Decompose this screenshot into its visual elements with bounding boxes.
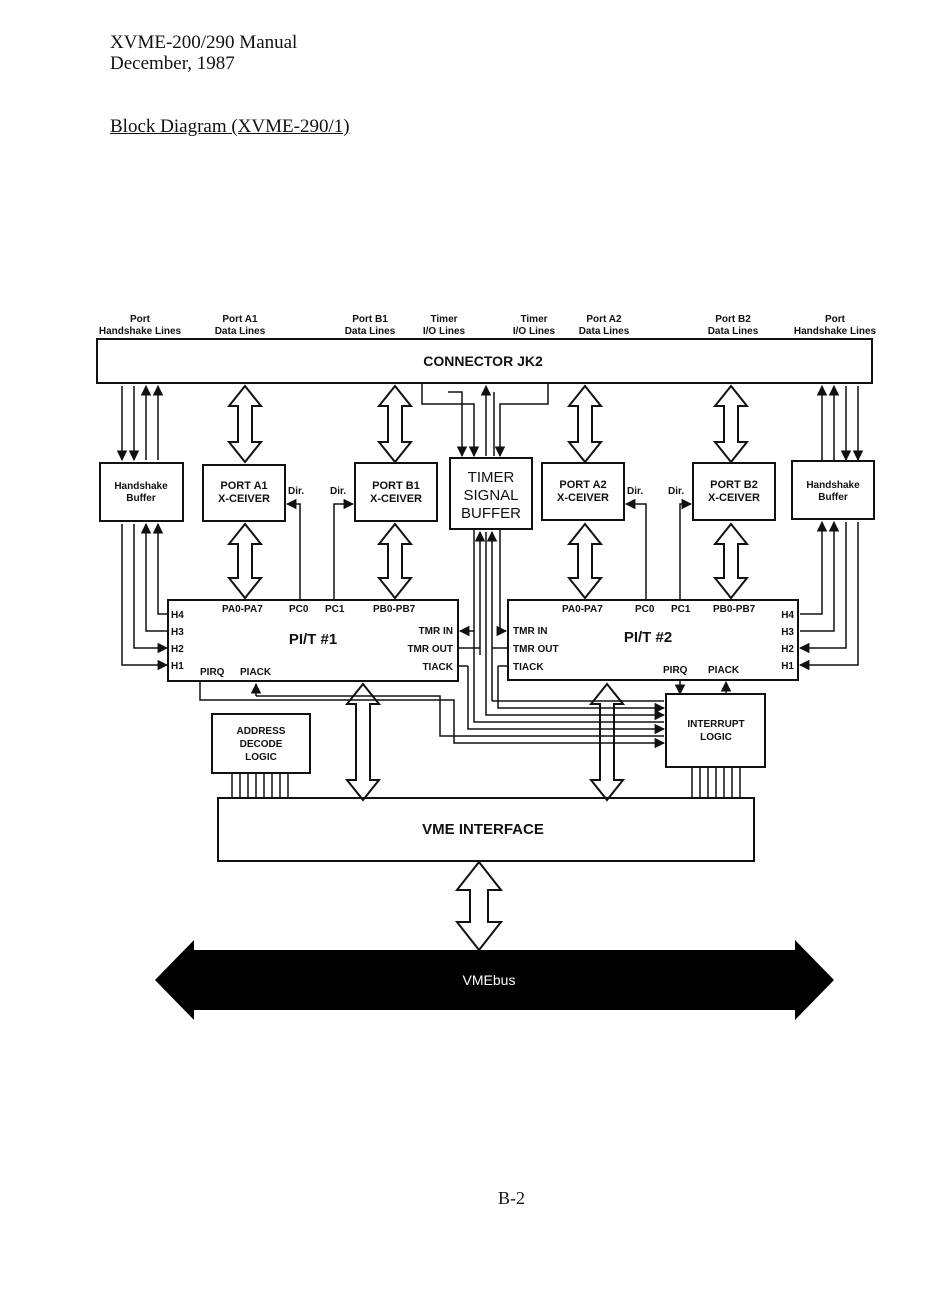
label-port-b2-1: Port B2 [715,314,751,325]
pit1-pc0: PC0 [289,604,309,615]
dir-label-a2: Dir. [627,486,643,497]
handshake-buffer-left-l2: Buffer [126,493,156,504]
label-timer-io-1b: I/O Lines [423,326,466,337]
page-title: Block Diagram (XVME-290/1) [110,116,350,137]
handshake-buffer-right-l1: Handshake [806,480,860,491]
pit1-h4: H4 [171,610,184,621]
label-port-hs-left-1: Port [130,314,151,325]
pit2-piack: PIACK [708,665,740,676]
label-port-a2-1: Port A2 [586,314,622,325]
address-decode-l1: ADDRESS [237,726,286,737]
pit1-pb: PB0-PB7 [373,604,416,615]
pit2-h4: H4 [781,610,794,621]
dir-label-b2: Dir. [668,486,684,497]
port-a1-xceiver [202,464,286,522]
pit-2 [507,599,799,681]
vmebus-label: VMEbus [463,972,516,988]
handshake-buffer-left [99,462,184,522]
vme-interface [217,797,755,862]
vmebus-arrow [155,940,834,1020]
label-port-b2-2: Data Lines [708,326,759,337]
pit1-tmr-in: TMR IN [419,626,453,637]
pit1-pc1: PC1 [325,604,345,615]
pit1-tiack: TIACK [422,662,453,673]
label-port-hs-right-1: Port [825,314,846,325]
pit1-h2: H2 [171,644,184,655]
pit2-h1: H1 [781,661,794,672]
pit2-tmr-in: TMR IN [513,626,547,637]
label-port-a1-1: Port A1 [222,314,258,325]
page-number: B-2 [498,1188,525,1208]
timer-signal-buffer-l2: SIGNAL [463,487,518,504]
pit-1 [167,599,459,682]
interrupt-logic-l2: LOGIC [700,732,732,743]
label-port-b1-1: Port B1 [352,314,388,325]
address-decode-logic [211,713,311,774]
label-port-hs-left-2: Handshake Lines [99,326,182,337]
pit-1-label: PI/T #1 [289,631,337,648]
port-b2-xceiver [692,462,776,521]
port-a2-xceiver-l2: X-CEIVER [557,492,609,504]
label-port-a1-2: Data Lines [215,326,266,337]
pit1-pirq: PIRQ [200,667,225,678]
label-port-b1-2: Data Lines [345,326,396,337]
handshake-buffer-right [791,460,875,520]
pit1-h3: H3 [171,627,184,638]
timer-signal-buffer [449,457,533,530]
pit1-tmr-out: TMR OUT [407,644,453,655]
interrupt-logic-l1: INTERRUPT [687,719,744,730]
label-timer-io-2b: I/O Lines [513,326,556,337]
timer-signal-buffer-l3: BUFFER [461,505,521,522]
pit2-h3: H3 [781,627,794,638]
connector-jk2-label: CONNECTOR JK2 [423,353,543,369]
port-a2-xceiver [541,462,625,521]
label-port-a2-2: Data Lines [579,326,630,337]
pit2-pb: PB0-PB7 [713,604,756,615]
pit2-pirq: PIRQ [663,665,688,676]
timer-signal-buffer-l1: TIMER [468,469,515,486]
label-timer-io-2a: Timer [520,314,547,325]
address-decode-l3: LOGIC [245,752,277,763]
pit2-tiack: TIACK [513,662,544,673]
pit1-h1: H1 [171,661,184,672]
manual-date: December, 1987 [110,53,235,74]
pit2-pc0: PC0 [635,604,655,615]
handshake-buffer-left-l1: Handshake [114,481,168,492]
pit2-tmr-out: TMR OUT [513,644,559,655]
label-timer-io-1a: Timer [430,314,457,325]
dir-label-b1: Dir. [330,486,346,497]
port-b2-xceiver-l2: X-CEIVER [708,492,760,504]
label-port-hs-right-2: Handshake Lines [794,326,877,337]
pit-2-label: PI/T #2 [624,629,672,646]
port-a1-xceiver-l1: PORT A1 [220,480,267,492]
pit2-pa: PA0-PA7 [562,604,603,615]
connector-jk2 [96,338,873,384]
port-b1-xceiver-l1: PORT B1 [372,480,420,492]
pit2-h2: H2 [781,644,794,655]
pit2-pc1: PC1 [671,604,691,615]
vme-interface-label: VME INTERFACE [422,821,544,838]
pit1-piack: PIACK [240,667,272,678]
port-b2-xceiver-l1: PORT B2 [710,479,758,491]
port-a2-xceiver-l1: PORT A2 [559,479,606,491]
pit1-pa: PA0-PA7 [222,604,263,615]
dir-label-a1: Dir. [288,486,304,497]
manual-title: XVME-200/290 Manual [110,32,298,53]
address-decode-l2: DECODE [240,739,283,750]
port-a1-xceiver-l2: X-CEIVER [218,493,270,505]
interrupt-logic [665,693,766,768]
port-b1-xceiver [354,462,438,522]
handshake-buffer-right-l2: Buffer [818,492,848,503]
port-b1-xceiver-l2: X-CEIVER [370,493,422,505]
